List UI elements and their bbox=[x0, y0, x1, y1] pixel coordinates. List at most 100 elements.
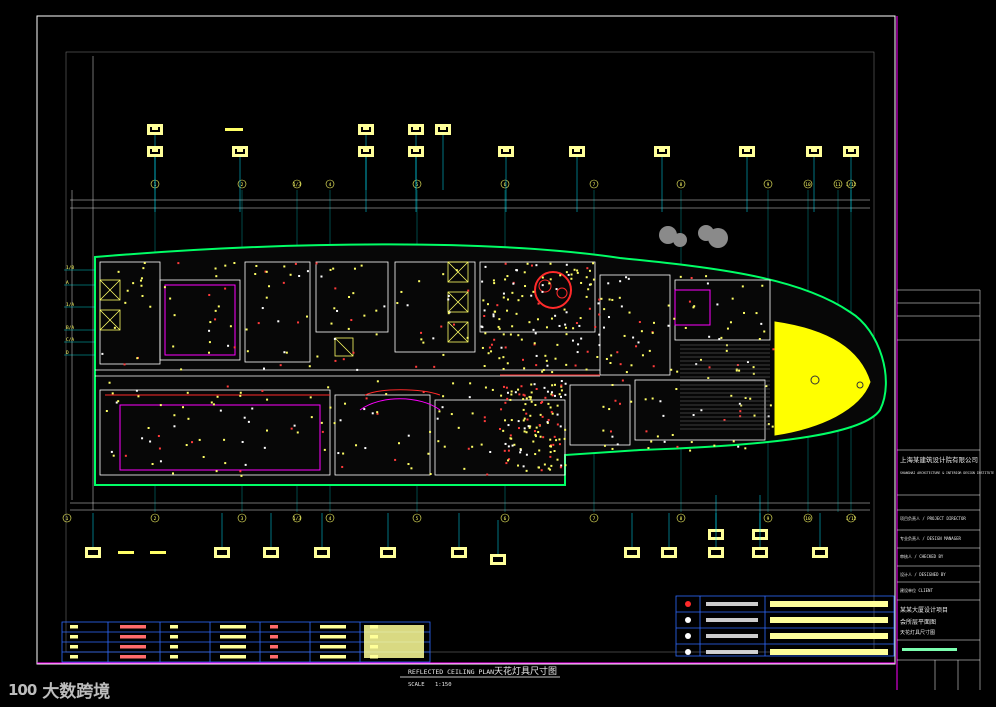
light-fixture bbox=[376, 412, 379, 415]
light-fixture bbox=[602, 429, 605, 432]
feature-spot bbox=[856, 381, 864, 389]
light-fixture bbox=[398, 442, 401, 445]
light-fixture bbox=[468, 396, 471, 399]
light-fixture bbox=[608, 298, 611, 301]
light-fixture bbox=[543, 463, 546, 466]
legend-symbol bbox=[320, 635, 346, 639]
light-fixture bbox=[151, 463, 154, 466]
scale-label: SCALE bbox=[408, 682, 425, 688]
light-fixture bbox=[575, 322, 578, 325]
light-fixture bbox=[545, 326, 548, 329]
light-fixture bbox=[518, 427, 521, 430]
light-fixture bbox=[723, 418, 726, 421]
light-fixture bbox=[522, 408, 525, 411]
light-fixture bbox=[534, 403, 537, 406]
light-fixture bbox=[375, 333, 378, 336]
light-fixture bbox=[210, 401, 213, 404]
light-fixture bbox=[334, 287, 337, 290]
light-fixture bbox=[558, 443, 561, 446]
light-fixture bbox=[420, 338, 423, 341]
light-fixture bbox=[541, 400, 544, 403]
axis-label: 1/12 bbox=[846, 516, 857, 522]
axis-bubble-top: 7 bbox=[589, 179, 599, 189]
watermark: 100 大数跨境 bbox=[8, 677, 110, 703]
light-fixture bbox=[547, 418, 550, 421]
light-fixture bbox=[132, 282, 135, 285]
light-fixture bbox=[320, 421, 323, 424]
light-fixture bbox=[549, 455, 552, 458]
light-fixture bbox=[720, 336, 723, 339]
light-fixture bbox=[224, 287, 227, 290]
light-fixture bbox=[385, 393, 388, 396]
light-fixture bbox=[433, 365, 436, 368]
light-fixture bbox=[342, 452, 345, 455]
axis-label: 7 bbox=[593, 182, 596, 188]
light-fixture bbox=[545, 359, 548, 362]
light-fixture bbox=[169, 297, 172, 300]
light-fixture bbox=[630, 364, 633, 367]
ceiling-detail-callout bbox=[232, 146, 248, 212]
light-fixture bbox=[676, 370, 679, 373]
axis-label: 9 bbox=[767, 516, 770, 522]
light-fixture bbox=[112, 454, 115, 457]
light-fixture bbox=[364, 447, 367, 450]
light-fixture bbox=[533, 383, 536, 386]
light-fixture bbox=[549, 451, 552, 454]
material-code bbox=[706, 650, 758, 654]
light-fixture bbox=[309, 396, 312, 399]
light-fixture bbox=[498, 318, 501, 321]
light-fixture bbox=[224, 264, 227, 267]
light-fixture bbox=[554, 314, 557, 317]
feature-spot bbox=[810, 375, 820, 385]
light-fixture bbox=[555, 288, 558, 291]
light-fixture bbox=[241, 440, 244, 443]
light-fixture bbox=[738, 369, 741, 372]
light-fixture bbox=[498, 427, 501, 430]
ceiling-detail-callout bbox=[752, 513, 768, 558]
legend-symbol bbox=[220, 635, 246, 639]
light-fixture bbox=[117, 400, 120, 403]
light-fixture bbox=[517, 299, 520, 302]
light-fixture bbox=[142, 267, 145, 270]
light-fixture bbox=[739, 410, 742, 413]
light-fixture bbox=[502, 292, 505, 295]
light-fixture bbox=[564, 464, 567, 467]
material-code bbox=[706, 634, 758, 638]
light-fixture bbox=[264, 270, 267, 273]
light-fixture bbox=[407, 463, 410, 466]
light-fixture bbox=[363, 314, 366, 317]
light-fixture bbox=[117, 270, 120, 273]
light-fixture bbox=[585, 368, 588, 371]
light-fixture bbox=[519, 449, 522, 452]
axis-bubble-top: 4 bbox=[325, 179, 335, 189]
ceiling-detail-callout bbox=[490, 520, 506, 565]
light-fixture bbox=[515, 312, 518, 315]
light-fixture bbox=[611, 435, 614, 438]
light-fixture bbox=[283, 265, 286, 268]
light-fixture bbox=[560, 384, 563, 387]
light-fixture bbox=[746, 361, 749, 364]
light-fixture bbox=[337, 452, 340, 455]
light-fixture bbox=[539, 435, 542, 438]
light-fixture bbox=[540, 401, 543, 404]
light-fixture bbox=[533, 342, 536, 345]
light-fixture bbox=[602, 326, 605, 329]
light-fixture bbox=[490, 343, 493, 346]
light-fixture bbox=[329, 406, 332, 409]
axis-label: 2 bbox=[154, 516, 157, 522]
light-fixture bbox=[517, 388, 520, 391]
light-fixture bbox=[637, 341, 640, 344]
light-fixture bbox=[396, 302, 399, 305]
axis-bubble-bottom: 9 bbox=[763, 513, 773, 523]
ceiling-detail-callout bbox=[451, 513, 467, 558]
light-fixture bbox=[543, 386, 546, 389]
light-fixture bbox=[163, 286, 166, 289]
light-fixture bbox=[556, 458, 559, 461]
light-fixture bbox=[208, 351, 211, 354]
light-fixture bbox=[429, 430, 432, 433]
axis-label: 1/3 bbox=[293, 182, 301, 188]
light-fixture bbox=[216, 395, 219, 398]
light-fixture bbox=[360, 264, 363, 267]
label-bar bbox=[150, 551, 166, 554]
